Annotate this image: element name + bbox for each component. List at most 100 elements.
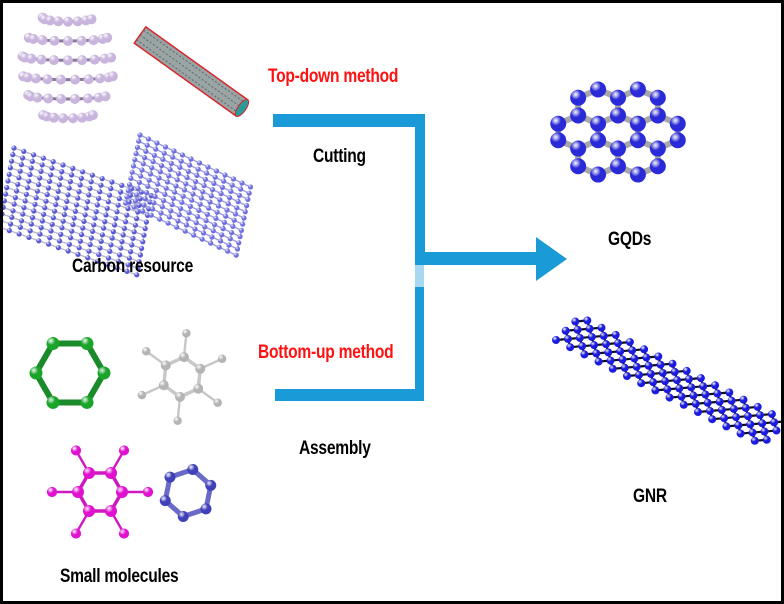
atom — [233, 252, 239, 258]
atom — [54, 195, 60, 201]
atom — [219, 184, 225, 190]
atom — [550, 115, 567, 132]
atom — [94, 202, 100, 208]
atom — [46, 395, 60, 409]
atom — [213, 215, 219, 221]
atom — [135, 209, 141, 215]
atom — [651, 386, 660, 395]
atom — [37, 175, 43, 181]
atom — [27, 172, 33, 178]
atom — [59, 225, 65, 231]
atom — [61, 212, 67, 218]
top-down-method-label: Top-down method — [268, 66, 399, 87]
atom — [176, 171, 182, 177]
atom — [644, 361, 653, 370]
atom — [767, 410, 776, 419]
atom — [82, 93, 93, 104]
atom — [715, 397, 724, 406]
atom — [29, 158, 35, 164]
atom — [613, 339, 622, 348]
atom — [736, 429, 745, 438]
atom — [88, 179, 94, 185]
gqds-label: GQDs — [608, 229, 652, 250]
atom — [112, 222, 118, 228]
atom — [142, 486, 154, 498]
atom — [49, 221, 55, 227]
atom — [21, 148, 27, 154]
magenta-benzene-molecule-icon — [46, 445, 154, 539]
atom — [17, 168, 23, 174]
atom — [587, 332, 596, 341]
atom — [178, 352, 189, 363]
atom — [141, 232, 147, 238]
atom — [149, 165, 155, 171]
atom — [649, 140, 666, 157]
atom — [748, 428, 757, 437]
atom — [762, 435, 771, 444]
atom — [669, 115, 686, 132]
atom — [146, 177, 152, 183]
atom — [174, 224, 180, 230]
atom — [28, 34, 39, 44]
atom — [178, 206, 184, 212]
atom — [98, 182, 104, 188]
atom — [212, 174, 218, 180]
top-down-connector — [273, 114, 425, 265]
atom — [220, 226, 226, 232]
atom — [610, 158, 626, 175]
atom — [116, 196, 122, 202]
atom — [30, 73, 41, 84]
atom — [161, 150, 167, 156]
atom — [242, 209, 248, 215]
atom — [141, 202, 147, 208]
atom — [43, 198, 49, 204]
atom — [106, 52, 117, 63]
atom — [85, 199, 91, 205]
atom — [701, 390, 710, 399]
atom — [92, 215, 98, 221]
atom — [29, 215, 36, 221]
atom — [74, 202, 80, 208]
atom — [124, 268, 130, 274]
atom — [173, 416, 182, 426]
atom — [139, 167, 145, 173]
atom — [45, 185, 52, 191]
atom — [38, 168, 44, 174]
atom — [170, 154, 176, 160]
atom — [722, 422, 731, 431]
atom — [182, 228, 188, 234]
atom — [3, 198, 7, 204]
atom — [194, 172, 200, 178]
atom — [12, 195, 18, 201]
atom — [59, 169, 65, 175]
atom — [181, 187, 188, 193]
atom — [741, 403, 750, 412]
atom — [133, 151, 139, 157]
atom — [236, 192, 242, 198]
atom — [550, 132, 567, 149]
atom — [193, 179, 199, 185]
atom — [42, 205, 48, 211]
atom — [196, 160, 203, 166]
atom — [670, 367, 679, 376]
atom — [100, 91, 111, 102]
gnr-ribbon-icon — [552, 316, 781, 445]
atom — [97, 189, 103, 195]
atom — [142, 155, 148, 161]
atom — [64, 198, 70, 204]
atom — [616, 347, 625, 356]
atom — [104, 205, 110, 211]
atom — [39, 162, 45, 168]
atom — [158, 210, 164, 216]
atom — [85, 255, 91, 261]
atom — [83, 505, 95, 518]
atom — [58, 175, 64, 181]
atom — [159, 163, 165, 169]
atom — [136, 202, 142, 208]
atom — [150, 159, 156, 165]
atom — [63, 55, 73, 66]
atom — [610, 140, 626, 157]
atom — [211, 180, 217, 186]
atom — [14, 188, 20, 194]
